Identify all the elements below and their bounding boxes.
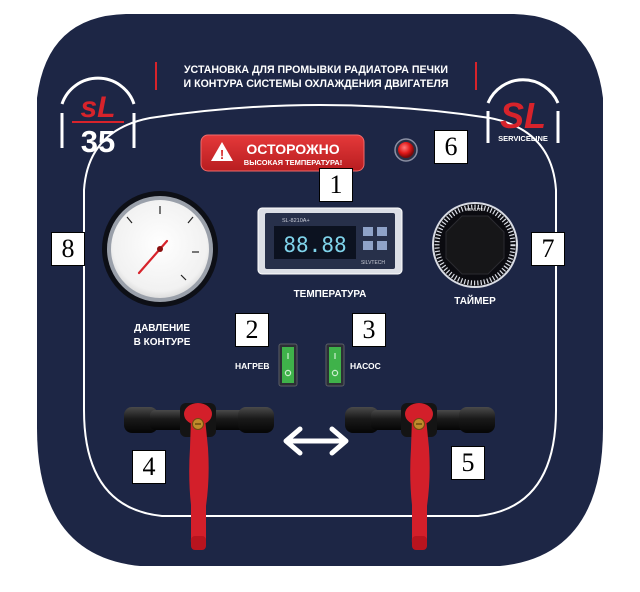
callout-4: 4 [132,450,166,484]
controller-button-1[interactable] [363,227,373,236]
left-valve[interactable] [124,403,274,550]
logo-sl35: sL 35 [60,76,136,159]
pressure-label-2: В КОНТУРЕ [134,337,191,348]
controller-maker: SILVTECH [361,260,385,266]
controller-button-4[interactable] [377,241,387,250]
callout-7: 7 [531,232,565,266]
gauge-needle [137,247,162,275]
pump-switch[interactable] [325,343,345,387]
logo-sl35-model: 35 [81,124,115,159]
right-valve[interactable] [345,403,495,550]
timer-dial[interactable]: MINUTE [432,202,518,288]
pressure-label-1: ДАВЛЕНИЕ [134,323,190,334]
controller-model: SL-8210A+ [282,218,310,224]
indicator-led [394,138,418,162]
temperature-controller: SL-8210A+ 88.88 SILVTECH [257,207,403,275]
timer-label: ТАЙМЕР [454,294,496,307]
logo-serviceline-brand: SERVICELINE [498,134,548,143]
timer-face-label: MINUTE [466,207,483,212]
svg-text:!: ! [220,147,224,162]
heat-label: НАГРЕВ [235,361,270,371]
logo-serviceline-letters: SL [500,95,546,136]
logo-sl35-letters: sL [80,91,115,124]
callout-8: 8 [51,232,85,266]
double-arrow-icon [283,426,349,456]
timer-knob[interactable] [445,215,505,275]
controller-button-2[interactable] [377,227,387,236]
warning-plate: ! ОСТОРОЖНО ВЫСОКАЯ ТЕМПЕРАТУРА! [200,134,365,172]
heat-switch[interactable] [278,343,298,387]
pump-label: НАСОС [350,361,381,371]
controller-button-3[interactable] [363,241,373,250]
callout-6: 6 [434,130,468,164]
warning-title: ОСТОРОЖНО [246,141,339,157]
warning-subtitle: ВЫСОКАЯ ТЕМПЕРАТУРА! [244,158,342,167]
callout-2: 2 [235,313,269,347]
logo-serviceline: SL SERVICELINE [486,78,560,143]
pressure-gauge [102,191,218,307]
header-line-1: УСТАНОВКА ДЛЯ ПРОМЫВКИ РАДИАТОРА ПЕЧКИ [184,64,448,76]
callout-5: 5 [451,446,485,480]
header-line-2: И КОНТУРА СИСТЕМЫ ОХЛАЖДЕНИЯ ДВИГАТЕЛЯ [184,78,449,90]
callout-3: 3 [352,313,386,347]
callout-1: 1 [319,168,353,202]
temperature-label: ТЕМПЕРАТУРА [294,289,367,300]
warning-triangle-icon [211,142,233,161]
temperature-readout: 88.88 [283,233,346,257]
